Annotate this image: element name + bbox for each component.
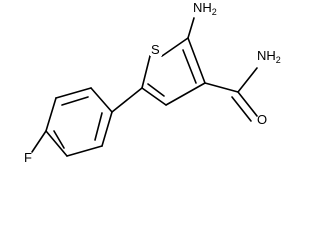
bond-ar-inner-c [61, 96, 89, 106]
bond-c3-carbonyl [204, 82, 239, 93]
bond-ar-f [31, 130, 47, 153]
bond-ar-1-2 [101, 111, 113, 147]
amine-label: NH2 [193, 0, 217, 17]
bond-c3-c4 [165, 82, 206, 106]
fluorine-label: F [24, 150, 32, 165]
molecule-drawing: S NH2 NH2 O F [24, 0, 281, 165]
bond-c2-nh2 [187, 17, 195, 39]
amide-nitrogen-label: NH2 [257, 48, 281, 65]
bond-ar-4-5 [45, 97, 57, 132]
bond-c5-aryl [111, 87, 143, 113]
thiophene-ring [141, 37, 206, 106]
bond-c2-c3 [187, 37, 206, 84]
bond-ar-2-3 [66, 145, 103, 157]
bond-ar-inner-b [53, 130, 65, 149]
bond-c4-c5-inner [147, 83, 165, 97]
bond-s-c2 [161, 37, 189, 57]
structure-canvas: S NH2 NH2 O F [24, 0, 281, 165]
phenyl-ring [45, 87, 113, 157]
bond-c-o-inner [231, 96, 252, 122]
bond-ar-6-1 [90, 87, 113, 113]
bond-c-o-outer [237, 91, 258, 117]
bond-c2-c3-inner [182, 49, 197, 84]
carbonyl-oxygen-label: O [257, 112, 267, 127]
bond-c4-c5 [141, 87, 167, 106]
sulfur-label: S [151, 42, 160, 57]
bond-ar-inner-a [94, 112, 103, 141]
bond-ar-3-4 [45, 130, 68, 157]
bond-carbonyl-n [237, 67, 258, 93]
bond-c5-s [141, 55, 151, 89]
bond-ar-5-6 [55, 87, 92, 99]
carboxamide-group [204, 67, 258, 122]
